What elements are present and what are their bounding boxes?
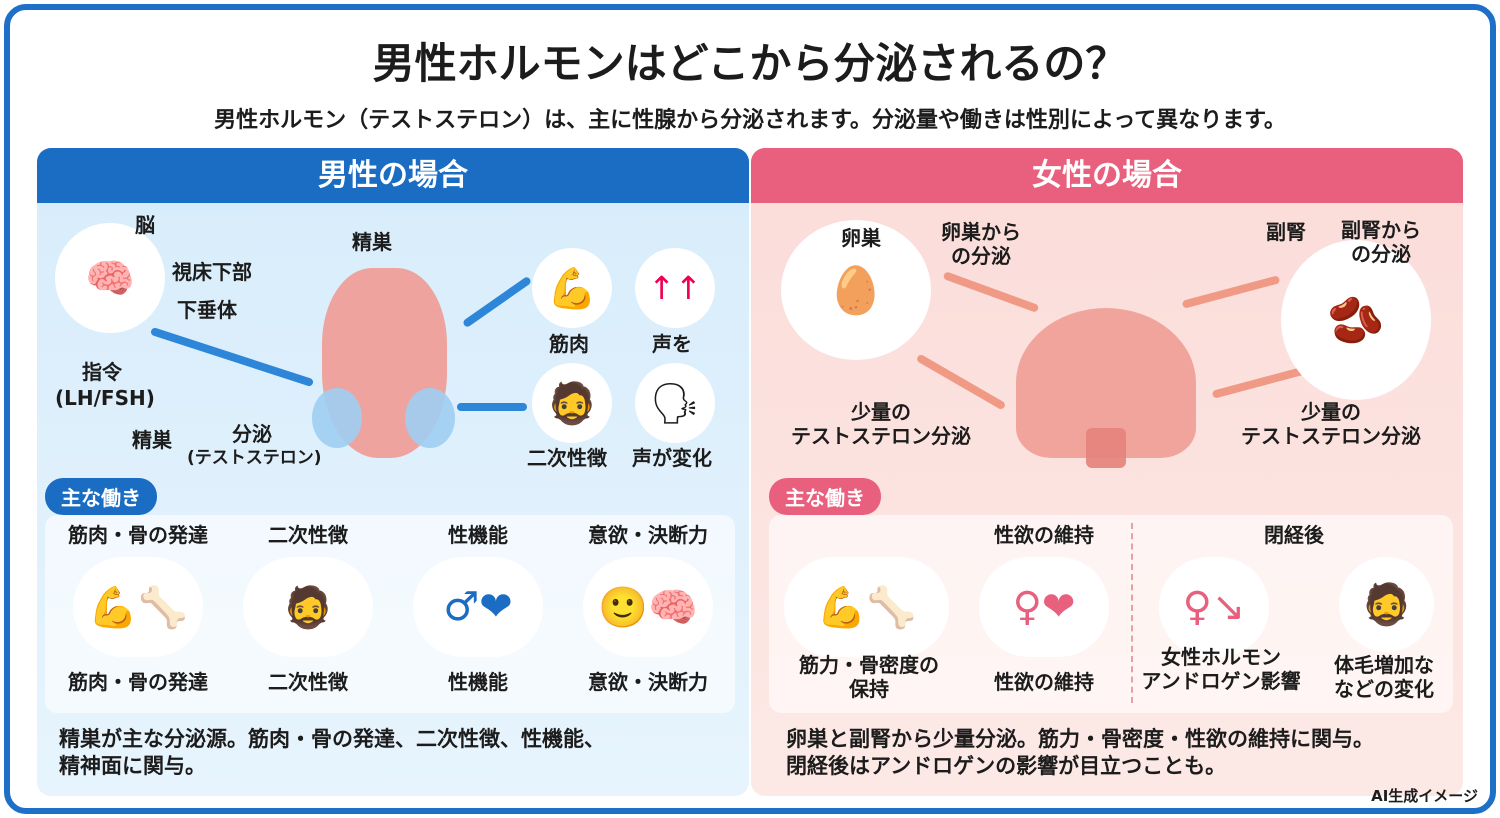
adrenal-label: 副腎 <box>1266 220 1306 244</box>
function-label: 筋肉・骨の発達 <box>68 523 208 547</box>
function-label: 意欲・決断力 <box>588 523 708 547</box>
summary-line: 閉経後はアンドロゲンの影響が目立つことも。 <box>786 754 1227 779</box>
beard-face-icon: 🧔 <box>532 363 612 443</box>
face-icon: 🧔 <box>1339 557 1434 652</box>
secretion-label: 分泌 <box>232 422 272 446</box>
summary-line: 精巣が主な分泌源。筋肉・骨の発達、二次性徴、性機能、 <box>59 727 605 751</box>
command-label: 指令 <box>82 360 122 384</box>
function-label: 筋力・骨密度の 保持 <box>799 653 939 701</box>
female-panel: 女性の場合 🥚 卵巣 卵巣から の分泌 🫘 副腎 副腎から の分泌 少量の テス… <box>751 148 1463 796</box>
testis-icon <box>312 388 362 448</box>
male-panel: 男性の場合 🧠 脳 視床下部 下垂体 指令 (LH/FSH) 精巣 分泌 (テス… <box>37 148 749 796</box>
ai-generated-note: AI生成イメージ <box>1371 787 1478 805</box>
function-label: 性機能 <box>448 670 508 694</box>
function-label: 性欲の維持 <box>994 523 1094 547</box>
function-label: 筋肉・骨の発達 <box>68 670 208 694</box>
male-functions-box: 筋肉・骨の発達 二次性徴 性機能 意欲・決断力 💪🦴 🧔 ♂❤ 🙂🧠 筋肉・骨の… <box>45 515 735 713</box>
testis-icon <box>405 388 455 448</box>
muscle-label: 筋肉 <box>549 332 589 356</box>
summary-line: 精神面に関与。 <box>59 754 206 779</box>
voice-up-icon: ↑↑ <box>635 248 715 328</box>
secretion-sub-label: (テストステロン) <box>187 448 322 468</box>
female-summary: 卵巣と副腎から少量分泌。筋力・骨密度・性欲の維持に関与。 閉経後はアンドロゲンの… <box>786 726 1374 781</box>
muscle-icon: 💪 <box>532 248 612 328</box>
function-label: 性欲の維持 <box>994 670 1094 694</box>
testis-label: 精巣 <box>352 230 392 254</box>
arrow-icon <box>149 326 315 388</box>
small-secretion-left-label: 少量の テストステロン分泌 <box>791 400 971 448</box>
arrow-icon <box>1181 275 1281 309</box>
female-decline-icon: ♀↘ <box>1159 557 1269 657</box>
testis-left-label: 精巣 <box>132 428 172 452</box>
muscle-bone-icon: 💪🦴 <box>73 557 203 657</box>
male-symbol-heart-icon: ♂❤ <box>413 557 543 657</box>
main-functions-badge: 主な働き <box>769 478 881 515</box>
male-header: 男性の場合 <box>37 148 749 203</box>
function-label: 意欲・決断力 <box>588 670 708 694</box>
throat-icon: 🗣 <box>635 363 715 443</box>
summary-line: 卵巣と副腎から少量分泌。筋力・骨密度・性欲の維持に関与。 <box>786 727 1374 751</box>
hypothalamus-label: 視床下部 <box>172 260 252 284</box>
arrow-icon <box>461 275 533 329</box>
voice-label: 声を <box>652 332 692 356</box>
female-symbol-heart-icon: ♀❤ <box>979 557 1109 657</box>
subtitle: 男性ホルモン（テストステロン）は、主に性腺から分泌されます。分泌量や働きは性別に… <box>214 108 1286 133</box>
ovary-icon: 🥚 <box>781 220 931 360</box>
arrow-icon <box>457 403 527 411</box>
brain-label: 脳 <box>135 213 155 237</box>
female-functions-box: 性欲の維持 閉経後 💪🦴 ♀❤ ♀↘ 🧔 筋力・骨密度の 保持 性欲の維持 女性… <box>769 515 1453 713</box>
voice-change-label: 声が変化 <box>632 446 712 470</box>
function-label: 二次性徴 <box>268 670 348 694</box>
arrow-icon <box>1211 365 1311 399</box>
brain-icon: 🧠 <box>55 223 165 333</box>
function-label: 性機能 <box>448 523 508 547</box>
male-summary: 精巣が主な分泌源。筋肉・骨の発達、二次性徴、性機能、 精神面に関与。 <box>59 726 605 781</box>
command-sub-label: (LH/FSH) <box>55 386 155 410</box>
function-label: 二次性徴 <box>268 523 348 547</box>
function-label: 閉経後 <box>1264 523 1324 547</box>
page-title: 男性ホルモンはどこから分泌されるの？ <box>372 39 1128 88</box>
muscle-spine-icon: 💪🦴 <box>784 557 949 657</box>
function-label: 体毛増加な などの変化 <box>1334 653 1434 701</box>
small-secretion-right-label: 少量の テストステロン分泌 <box>1241 400 1421 448</box>
secondary-label: 二次性徴 <box>527 446 607 470</box>
adrenal-secretion-label: 副腎から の分泌 <box>1341 218 1421 266</box>
ovary-secretion-label: 卵巣から の分泌 <box>941 220 1021 268</box>
main-functions-badge: 主な働き <box>45 478 157 515</box>
kidney-adrenal-icon: 🫘 <box>1281 240 1431 400</box>
frame <box>4 4 1496 814</box>
cervix-icon <box>1086 428 1126 468</box>
brain-up-icon: 🙂🧠 <box>583 557 713 657</box>
divider <box>1131 523 1133 703</box>
pituitary-label: 下垂体 <box>177 298 237 322</box>
arrow-icon <box>942 271 1040 313</box>
ovary-label: 卵巣 <box>841 226 881 250</box>
female-header: 女性の場合 <box>751 148 1463 203</box>
beard-face-icon: 🧔 <box>243 557 373 657</box>
function-label: 女性ホルモン アンドロゲン影響 <box>1141 645 1301 693</box>
